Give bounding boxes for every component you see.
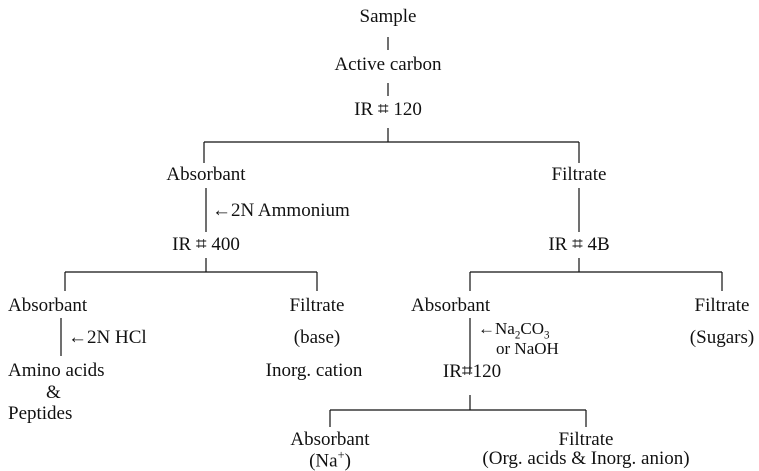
node-ir-120-top: IR ⌗ 120 (354, 99, 422, 120)
reagent-hcl: ←2N HCl (68, 327, 147, 348)
node-amino-acids: Amino acids (8, 360, 105, 381)
reagent-naoh: or NaOH (496, 339, 559, 358)
node-filtrate-base: Filtrate (289, 295, 345, 316)
node-absorbant-bottom: Absorbant (290, 429, 370, 450)
node-ir-400: IR ⌗ 400 (172, 234, 240, 255)
reagent-na2co3-sub2: 3 (543, 329, 550, 342)
na-prefix: (Na (309, 450, 338, 471)
reagent-ammonium: ←2N Ammonium (212, 200, 350, 221)
reagent-na2co3-sub1: 2 (514, 329, 521, 342)
reagent-na2co3-prefix: ←Na (478, 319, 515, 338)
reagent-na2co3-mid: CO (520, 319, 544, 338)
na-sup: + (337, 448, 345, 462)
na-suffix: ) (344, 450, 351, 471)
node-org-acids: (Org. acids & Inorg. anion) (482, 448, 690, 469)
node-peptides: Peptides (8, 403, 73, 424)
node-absorbant-left: Absorbant (166, 164, 246, 185)
node-ampersand: & (46, 382, 61, 403)
node-sample: Sample (359, 6, 417, 27)
node-ir-4b: IR ⌗ 4B (548, 234, 610, 255)
node-sugars-label: (Sugars) (689, 327, 755, 348)
node-inorg-cation: Inorg. cation (265, 360, 363, 381)
node-absorbant-ll: Absorbant (8, 295, 88, 316)
node-na-ion: (Na+) (309, 448, 351, 471)
node-absorbant-rl: Absorbant (411, 295, 491, 316)
node-filtrate-sugars: Filtrate (694, 295, 750, 316)
reagent-na2co3: ←Na2CO3 (478, 320, 550, 341)
node-ir-120-bottom: IR⌗120 (442, 361, 502, 382)
node-filtrate-bottom: Filtrate (558, 429, 614, 450)
node-base-label: (base) (293, 327, 341, 348)
node-active-carbon: Active carbon (334, 54, 442, 75)
node-filtrate-right: Filtrate (551, 164, 607, 185)
